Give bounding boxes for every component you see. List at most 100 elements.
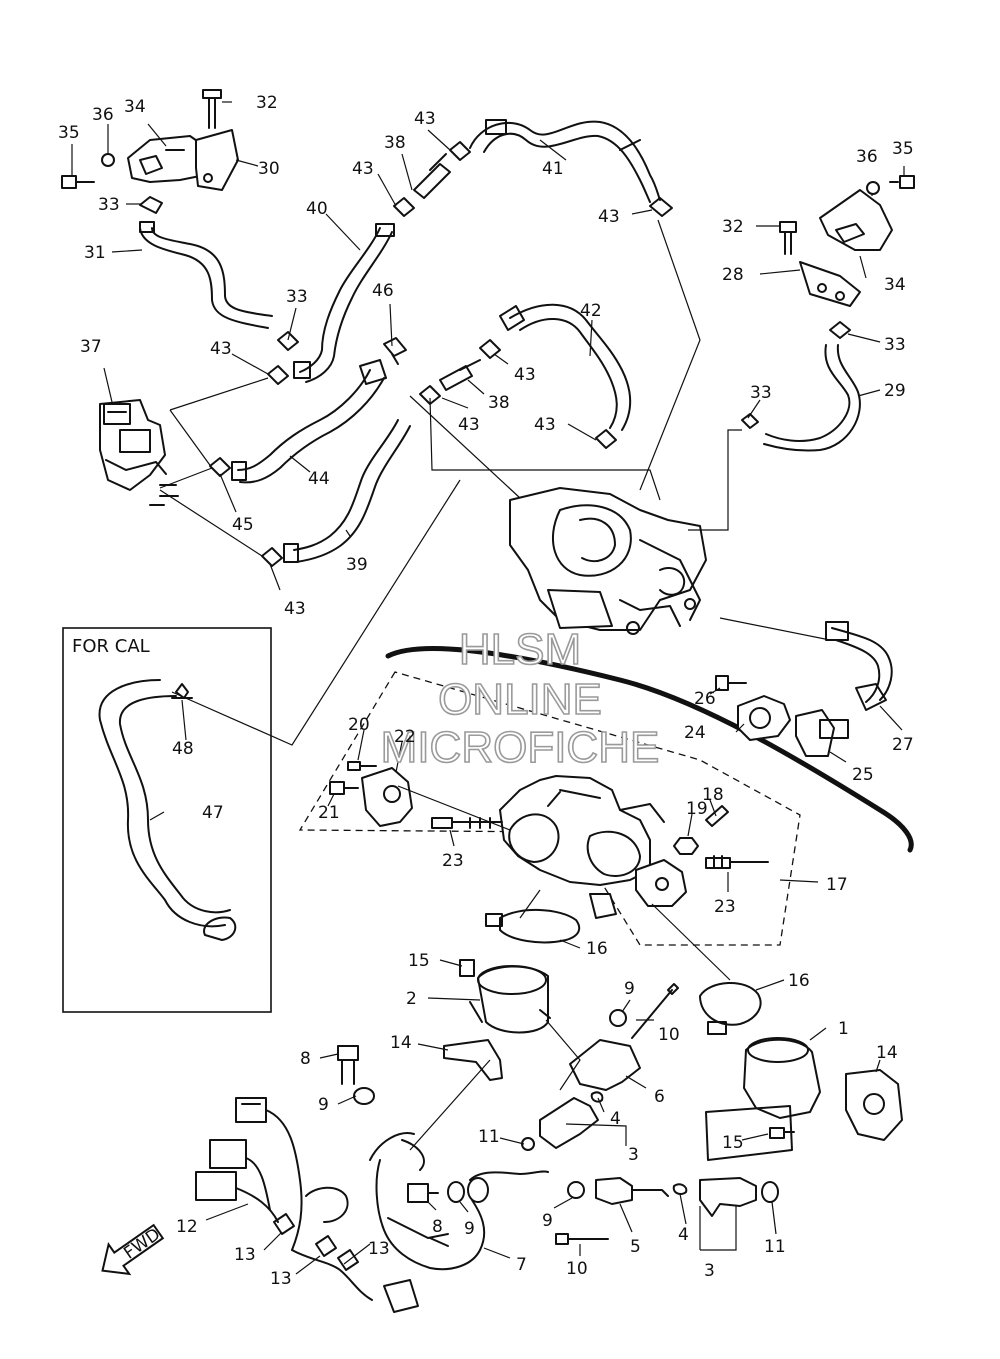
callout-43: 43 xyxy=(598,207,620,227)
plate-14-left xyxy=(443,1039,503,1081)
callout-16: 16 xyxy=(586,939,608,959)
clamp-33-right xyxy=(829,321,851,339)
clamp-43-g xyxy=(595,429,617,449)
wire-harness xyxy=(195,1097,419,1313)
callout-10: 10 xyxy=(658,1025,680,1045)
washer-9-upper xyxy=(609,1009,627,1027)
callout-9: 9 xyxy=(464,1219,475,1239)
for-cal-inset: FOR CAL xyxy=(62,627,272,1013)
bolt-35-right xyxy=(889,175,915,189)
callout-12: 12 xyxy=(176,1217,198,1237)
injector-3-upper xyxy=(539,1097,599,1149)
callout-29: 29 xyxy=(884,381,906,401)
callout-6: 6 xyxy=(654,1087,665,1107)
callout-1: 1 xyxy=(838,1019,849,1039)
bolt-32-right xyxy=(779,221,797,255)
bracket-30 xyxy=(195,129,239,191)
callout-5: 5 xyxy=(630,1237,641,1257)
air-valve-37 xyxy=(99,399,179,506)
callout-17: 17 xyxy=(826,875,848,895)
callout-22: 22 xyxy=(394,727,416,747)
clamp-46 xyxy=(383,337,407,365)
callout-10: 10 xyxy=(566,1259,588,1279)
clip-13-c xyxy=(337,1249,359,1271)
callout-28: 28 xyxy=(722,265,744,285)
callout-23: 23 xyxy=(442,851,464,871)
washer-9-mid xyxy=(447,1181,465,1203)
callout-13: 13 xyxy=(368,1239,390,1259)
callout-18: 18 xyxy=(702,785,724,805)
callout-42: 42 xyxy=(580,301,602,321)
joint-1 xyxy=(743,1038,821,1119)
callout-9: 9 xyxy=(542,1211,553,1231)
callout-46: 46 xyxy=(372,281,394,301)
bracket-6 xyxy=(569,1039,641,1091)
clamp-33-mid xyxy=(277,331,299,351)
connector-low xyxy=(195,1171,237,1201)
sensor-34-right xyxy=(819,189,893,251)
fuel-pipe-7 xyxy=(375,1159,549,1271)
callout-4: 4 xyxy=(610,1109,621,1129)
connector-bottom xyxy=(383,1279,419,1313)
callout-7: 7 xyxy=(516,1255,527,1275)
callout-34: 34 xyxy=(884,275,906,295)
clip-13-a xyxy=(273,1213,295,1235)
bolt-8-lower xyxy=(407,1183,439,1203)
clamp-43-f xyxy=(419,385,441,405)
clamp-43-e xyxy=(479,339,501,359)
injector-3-lower xyxy=(699,1177,757,1217)
fwd-arrow: FWD xyxy=(101,1223,164,1276)
callout-2: 2 xyxy=(406,989,417,1009)
screw-23-right xyxy=(705,855,769,869)
callout-37: 37 xyxy=(80,337,102,357)
callout-43: 43 xyxy=(414,109,436,129)
clamp-43-h xyxy=(261,547,283,567)
clamp-33-lower xyxy=(741,413,759,429)
watermark-line-3: MICROFICHE xyxy=(381,723,660,772)
callout-32: 32 xyxy=(256,93,278,113)
bolt-10-lower xyxy=(555,1233,609,1245)
clamp-33-top xyxy=(139,196,163,214)
gasket-25 xyxy=(795,709,835,757)
bolt-18 xyxy=(705,805,729,827)
callout-8: 8 xyxy=(300,1049,311,1069)
clamp-43-b xyxy=(393,197,415,217)
callout-38: 38 xyxy=(384,133,406,153)
callout-11: 11 xyxy=(478,1127,500,1147)
holder-5 xyxy=(595,1177,633,1205)
hose-group-upper xyxy=(209,119,673,567)
bolt-35-left xyxy=(61,175,95,189)
hose-38-top xyxy=(413,153,451,199)
callout-16: 16 xyxy=(788,971,810,991)
ring-4-lower xyxy=(672,1183,688,1195)
callout-43: 43 xyxy=(534,415,556,435)
hose-44 xyxy=(237,369,385,484)
tps-22 xyxy=(361,767,413,827)
section-divider xyxy=(385,645,914,853)
clamp-16-left xyxy=(499,909,581,944)
throttle-body-assy-outline xyxy=(298,671,801,946)
callout-35: 35 xyxy=(892,139,914,159)
connector-mid xyxy=(209,1139,247,1169)
hose-29 xyxy=(763,344,861,452)
clamp-43-d xyxy=(267,365,289,385)
callout-15: 15 xyxy=(722,1133,744,1153)
clamp-43-c xyxy=(649,197,673,217)
callout-14: 14 xyxy=(390,1033,412,1053)
callout-9: 9 xyxy=(624,979,635,999)
callout-43: 43 xyxy=(284,599,306,619)
bolt-32-left xyxy=(202,89,222,129)
callout-34: 34 xyxy=(124,97,146,117)
callout-43: 43 xyxy=(514,365,536,385)
sensor-group-right xyxy=(741,175,915,452)
watermark-line-1: HLSM xyxy=(459,625,581,674)
watermark: HLSM ONLINE MICROFICHE xyxy=(380,624,660,773)
callout-4: 4 xyxy=(678,1225,689,1245)
callout-21: 21 xyxy=(318,803,340,823)
throttle-body-17 xyxy=(329,761,769,919)
callout-33: 33 xyxy=(750,383,772,403)
watermark-line-2: ONLINE xyxy=(438,675,602,724)
callout-27: 27 xyxy=(892,735,914,755)
clip-13-b xyxy=(315,1235,337,1257)
